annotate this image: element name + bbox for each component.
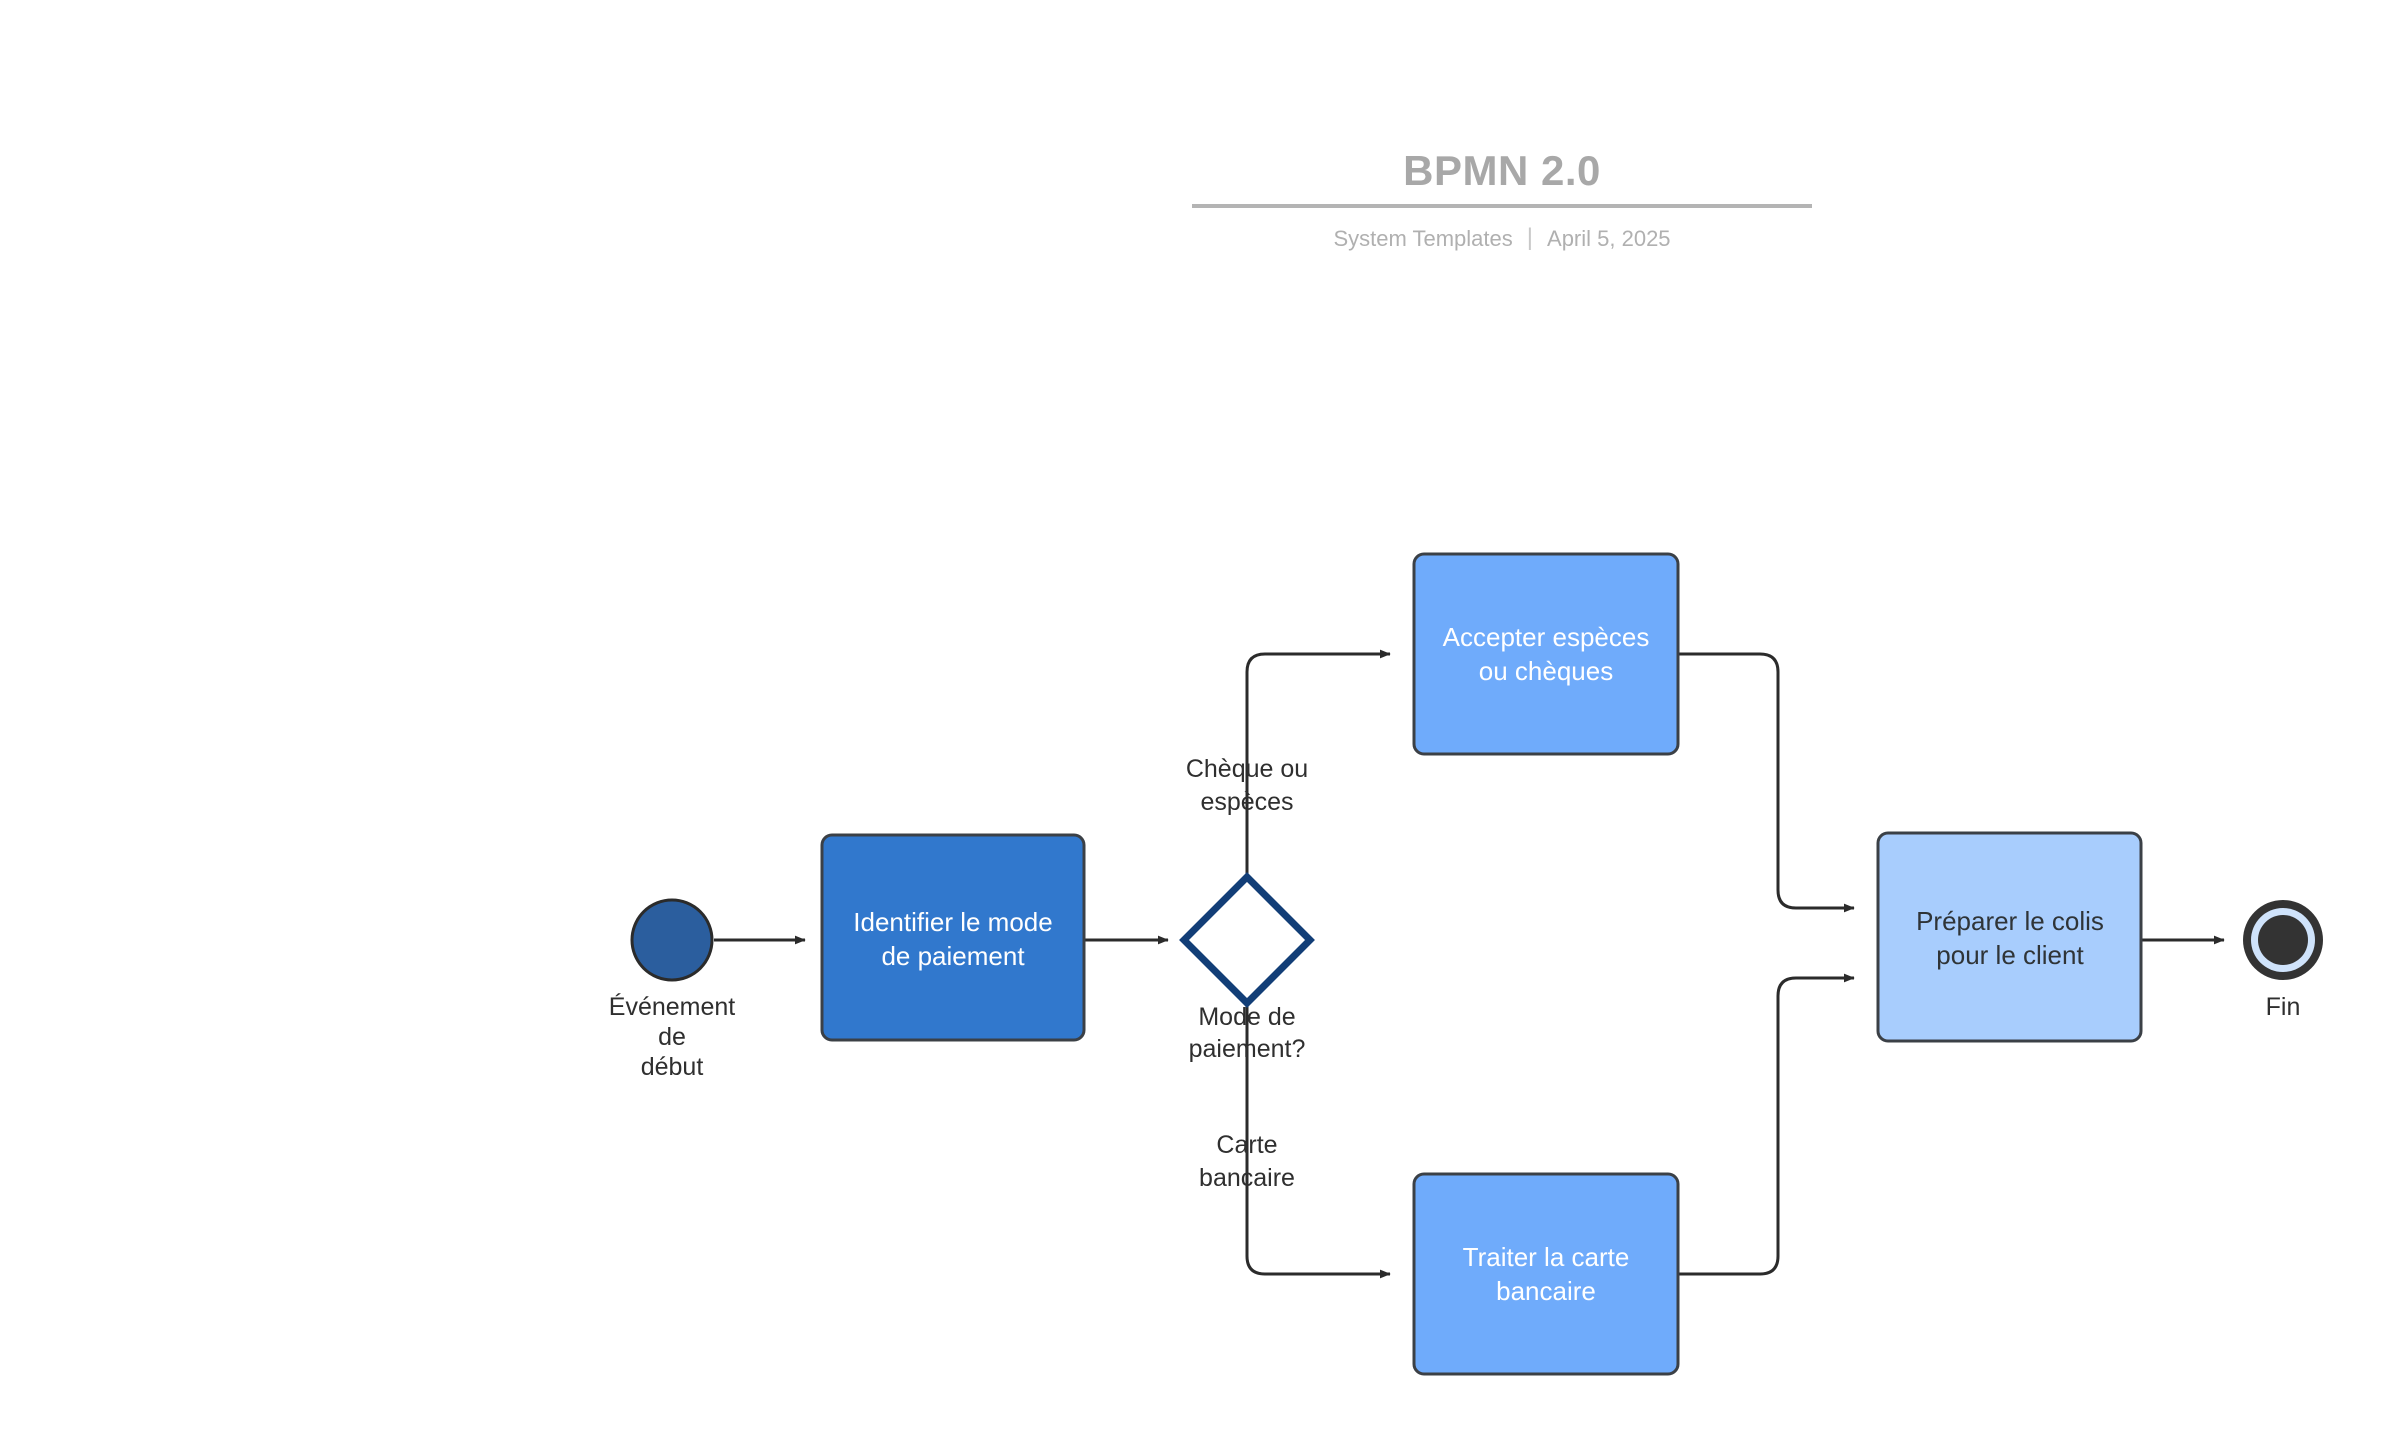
edge-label-cash-line-2: espèces [1200, 788, 1293, 816]
header-source: System Templates [1333, 226, 1513, 252]
task-identify-label-line-2: de paiement [881, 941, 1025, 971]
task-prepare-label-line-1: Préparer le colis [1916, 906, 2104, 936]
gateway-label-line-2: paiement? [1189, 1035, 1306, 1063]
task-card-label-line-2: bancaire [1496, 1276, 1596, 1306]
start-event-label-line-1: Événement [609, 992, 736, 1021]
exclusive-gateway-payment-mode[interactable]: Mode de paiement? [1179, 872, 1315, 1063]
task-prepare-parcel[interactable]: Préparer le colis pour le client [1876, 831, 2143, 1043]
task-card-rect[interactable] [1412, 1172, 1680, 1376]
gateway-diamond[interactable] [1179, 872, 1315, 1008]
edge-label-card-line-1: Carte [1216, 1131, 1277, 1159]
task-identify-rect[interactable] [820, 833, 1086, 1042]
end-event-node[interactable]: Fin [2243, 900, 2323, 1021]
end-event-label: Fin [2266, 993, 2301, 1021]
start-event-label-line-3: début [641, 1053, 704, 1081]
header-divider [1192, 204, 1812, 209]
task-identify-payment-method[interactable]: Identifier le mode de paiement [820, 833, 1086, 1042]
start-event-label-line-2: de [658, 1023, 686, 1051]
task-process-bank-card[interactable]: Traiter la carte bancaire [1412, 1172, 1680, 1376]
header-subtitle: System Templates | April 5, 2025 [1192, 226, 1812, 252]
page-title: BPMN 2.0 [1403, 147, 1601, 194]
edge-label-card: Carte bancaire [1199, 1131, 1295, 1192]
connector-layer [714, 649, 2225, 1279]
task-cash-rect[interactable] [1412, 552, 1680, 756]
edge-label-cash: Chèque ou espèces [1186, 755, 1308, 816]
task-prepare-label-line-2: pour le client [1936, 940, 2084, 970]
task-accept-cash-or-cheque[interactable]: Accepter espèces ou chèques [1412, 552, 1680, 756]
task-prepare-rect[interactable] [1876, 831, 2143, 1043]
end-event-core [2258, 915, 2308, 965]
connector-gateway-to-card [1245, 1003, 1391, 1279]
document-header: BPMN 2.0 System Templates | April 5, 202… [1192, 147, 1812, 252]
start-event-circle[interactable] [630, 898, 714, 982]
task-card-label-line-1: Traiter la carte [1463, 1242, 1630, 1272]
task-cash-label-line-1: Accepter espèces [1443, 622, 1650, 652]
start-event-node[interactable]: Événement de début [609, 898, 736, 1081]
header-date: April 5, 2025 [1547, 226, 1671, 252]
edge-label-cash-line-1: Chèque ou [1186, 755, 1308, 783]
task-cash-label-line-2: ou chèques [1479, 656, 1613, 686]
connector-card-to-prepare [1678, 973, 1855, 1276]
edge-label-card-line-2: bancaire [1199, 1164, 1295, 1192]
gateway-label-line-1: Mode de [1198, 1003, 1295, 1031]
header-separator: | [1526, 224, 1534, 252]
connector-cash-to-prepare [1678, 652, 1855, 913]
connector-gateway-to-cash [1245, 649, 1391, 877]
task-identify-label-line-1: Identifier le mode [853, 907, 1052, 937]
